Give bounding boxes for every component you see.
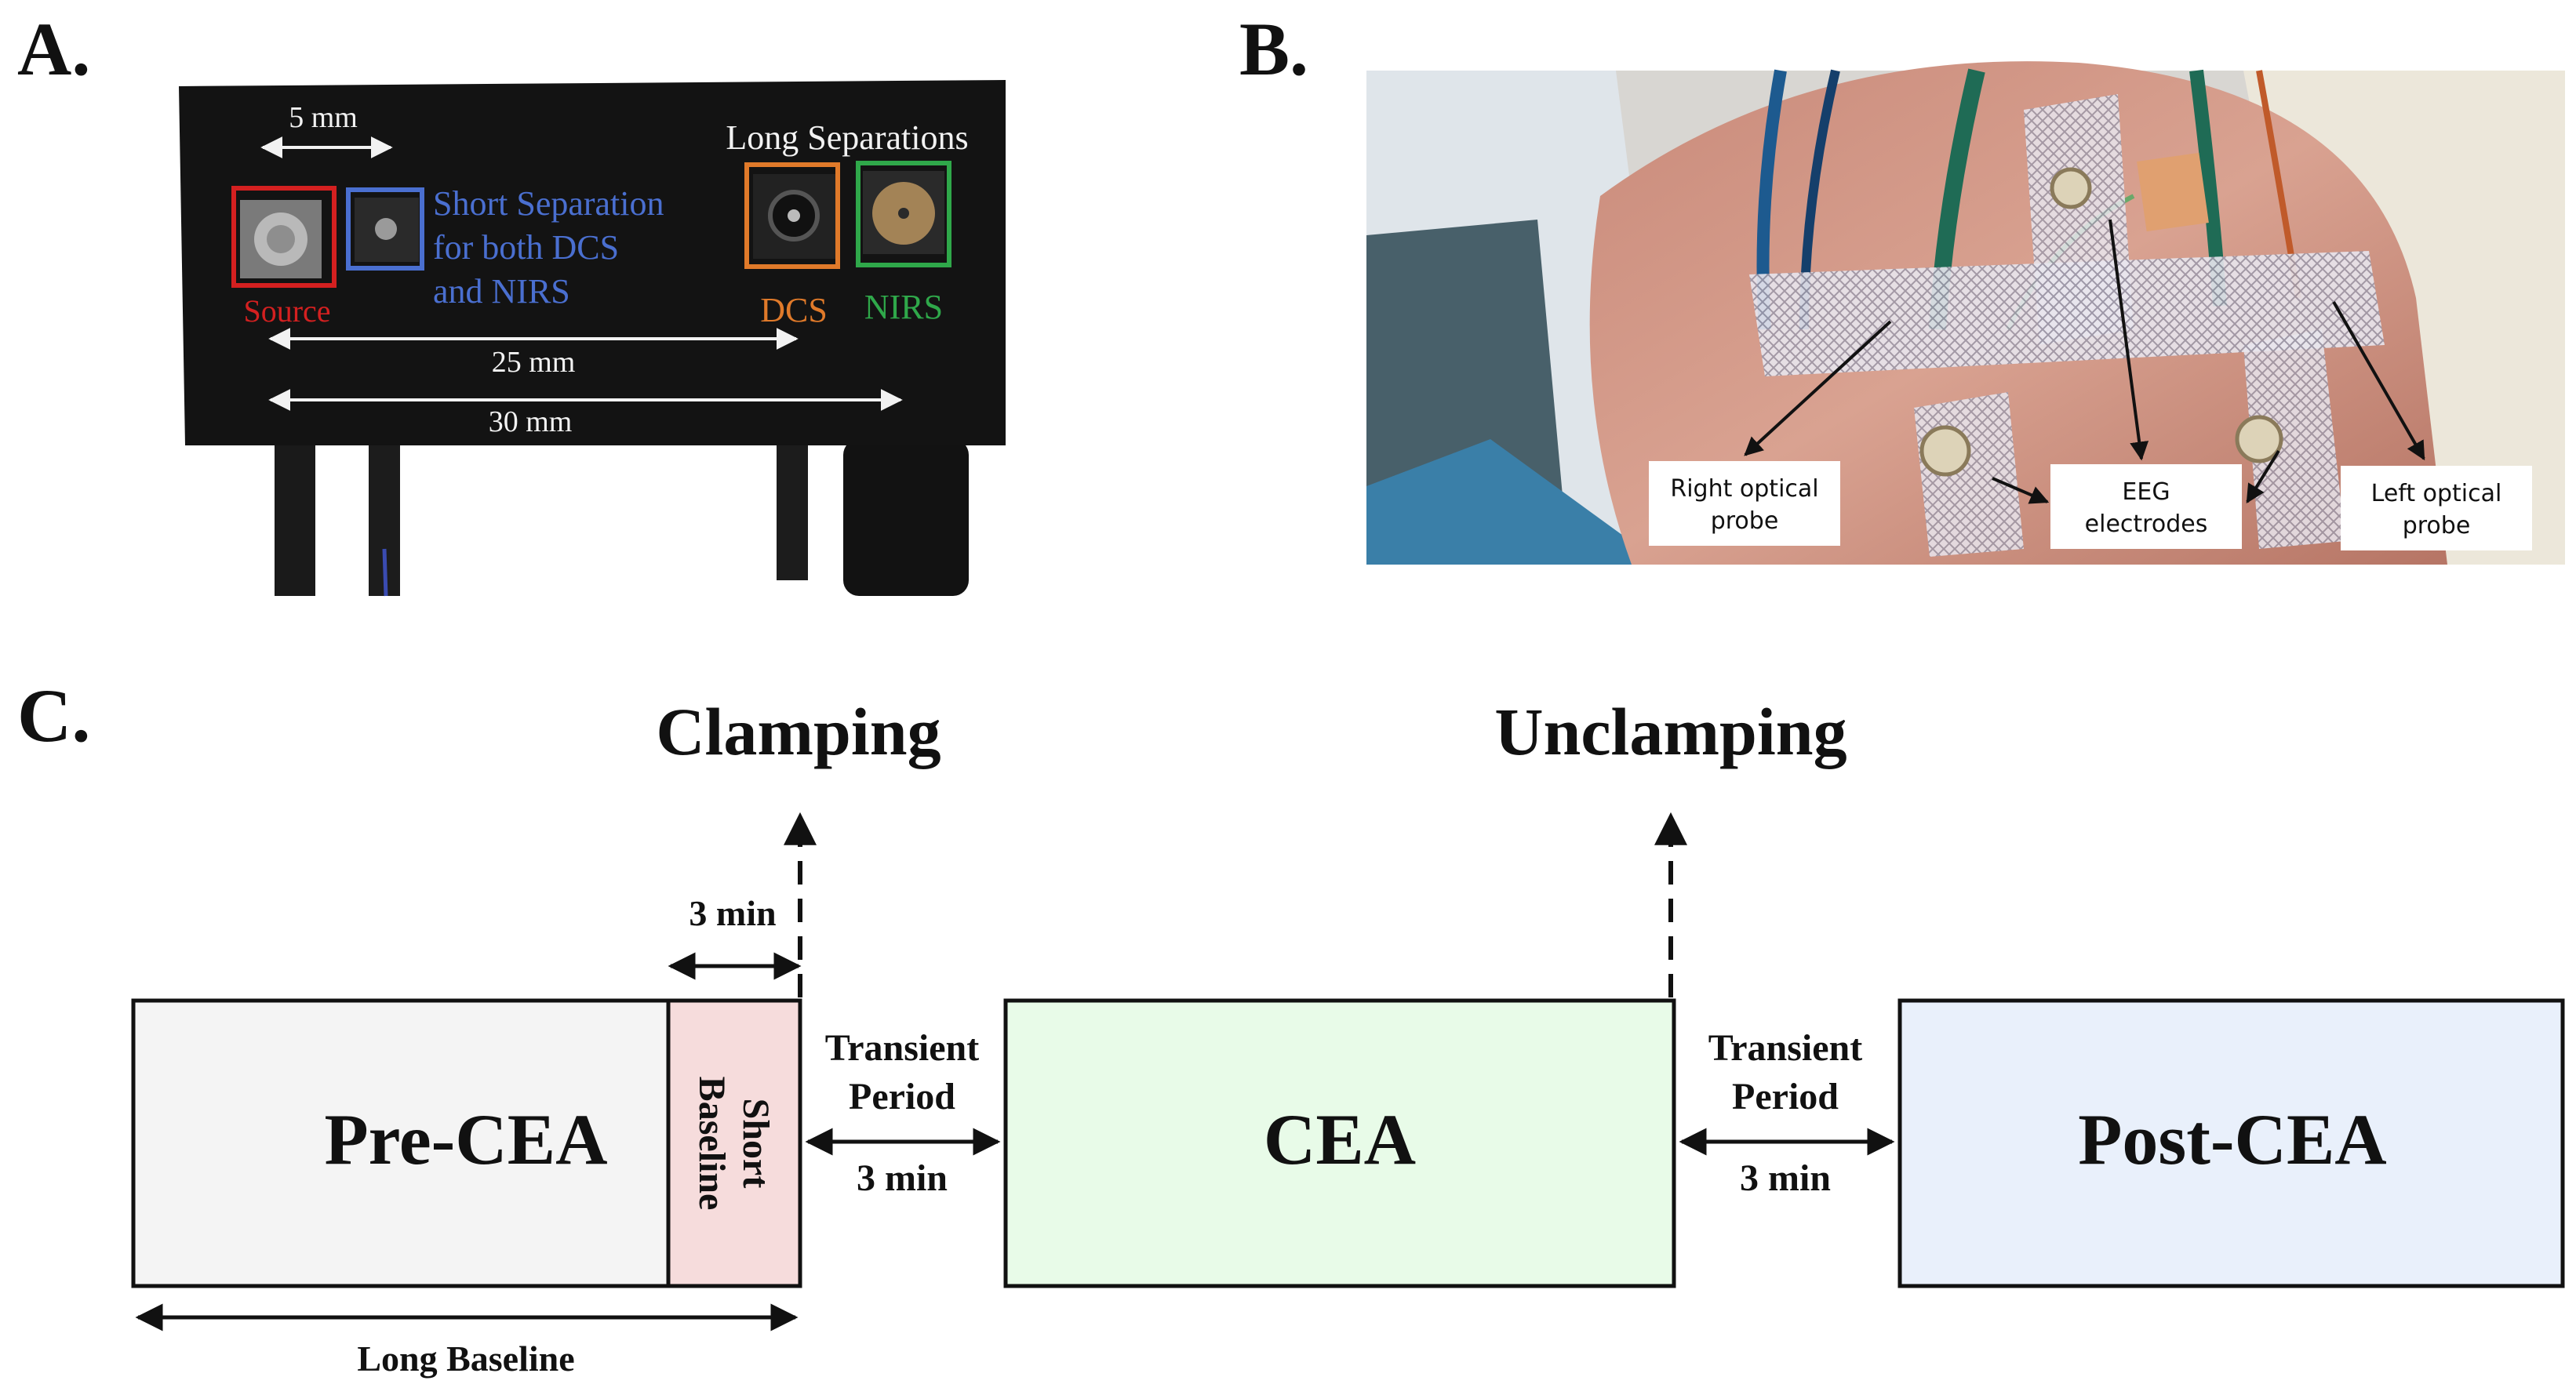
short-sep-line1: Short Separation bbox=[433, 184, 664, 223]
post-cea-box bbox=[1897, 998, 2565, 1288]
transient-2-duration: 3 min bbox=[1740, 1157, 1831, 1199]
short-sep-line3: and NIRS bbox=[433, 272, 570, 311]
unclamping-label: Unclamping bbox=[1494, 694, 1846, 769]
timeline-diagram: Clamping Unclamping 3 min Pre-CEA CEA Po… bbox=[131, 694, 2565, 1379]
transient-2-line2: Period bbox=[1732, 1076, 1839, 1117]
transient-1-duration: 3 min bbox=[857, 1157, 948, 1199]
short-baseline-line2: Baseline bbox=[691, 1077, 733, 1211]
clamping-label: Clamping bbox=[656, 694, 941, 769]
right-probe-label-line1: Right optical bbox=[1670, 475, 1818, 503]
pre-cea-label: Pre-CEA bbox=[324, 1099, 607, 1179]
eeg-pointer bbox=[2108, 219, 2149, 461]
left-probe-pointer bbox=[2332, 301, 2425, 461]
short-baseline-box bbox=[666, 998, 802, 1288]
post-cea-label: Post-CEA bbox=[2078, 1099, 2387, 1179]
short-box bbox=[346, 187, 424, 271]
cea-box bbox=[1003, 998, 1676, 1288]
eeg-electrode bbox=[2050, 167, 2092, 209]
dcs-label: DCS bbox=[760, 291, 828, 329]
long-baseline-label: Long Baseline bbox=[357, 1339, 574, 1379]
eeg-pointer-left bbox=[1992, 477, 2050, 504]
cable bbox=[275, 439, 315, 596]
left-probe-label-line1: Left optical bbox=[2371, 480, 2502, 507]
eeg-electrode bbox=[1919, 425, 1971, 477]
dim-30mm-label: 30 mm bbox=[489, 405, 573, 438]
left-probe-label-box bbox=[2341, 466, 2532, 550]
right-probe-label-box bbox=[1649, 461, 1840, 546]
cable bbox=[843, 439, 969, 596]
source-box bbox=[231, 186, 337, 288]
panel-c-letter: C. bbox=[17, 674, 90, 757]
cea-label: CEA bbox=[1264, 1099, 1416, 1179]
nirs-label: NIRS bbox=[864, 288, 943, 326]
short-baseline-label: Short Baseline bbox=[691, 1077, 777, 1211]
probe-body bbox=[179, 80, 1006, 445]
eeg-label-line1: EEG bbox=[2122, 478, 2170, 506]
short-optode bbox=[375, 218, 397, 240]
left-probe-label-line2: probe bbox=[2403, 512, 2471, 539]
transient-1-line1: Transient bbox=[825, 1027, 979, 1069]
patient-photo: Right optical probe EEG electrodes Left … bbox=[1366, 61, 2565, 565]
eeg-label-box bbox=[2050, 464, 2242, 549]
right-probe-pointer bbox=[1744, 320, 1892, 456]
probe-photo: 5 mm Long Separations Short Separation f… bbox=[179, 80, 1006, 597]
nirs-box bbox=[856, 161, 951, 267]
eeg-pointer-right bbox=[2246, 449, 2280, 504]
transient-2-line1: Transient bbox=[1708, 1027, 1862, 1069]
short-baseline-line1: Short bbox=[735, 1099, 777, 1189]
eeg-electrode bbox=[2235, 415, 2283, 463]
panel-a-letter: A. bbox=[17, 7, 90, 91]
dim-25mm-label: 25 mm bbox=[492, 346, 576, 379]
cable bbox=[777, 439, 808, 580]
transient-1-line2: Period bbox=[849, 1076, 955, 1117]
long-separations-label: Long Separations bbox=[726, 118, 968, 157]
short-sep-line2: for both DCS bbox=[433, 228, 619, 267]
source-label: Source bbox=[243, 293, 330, 329]
dim-5mm-label: 5 mm bbox=[289, 101, 358, 134]
short-baseline-duration: 3 min bbox=[689, 893, 776, 933]
dcs-box bbox=[744, 162, 840, 269]
right-probe-label-line2: probe bbox=[1711, 507, 1779, 535]
pre-cea-box bbox=[131, 998, 671, 1288]
eeg-label-line2: electrodes bbox=[2085, 510, 2208, 538]
panel-b-letter: B. bbox=[1239, 7, 1308, 91]
